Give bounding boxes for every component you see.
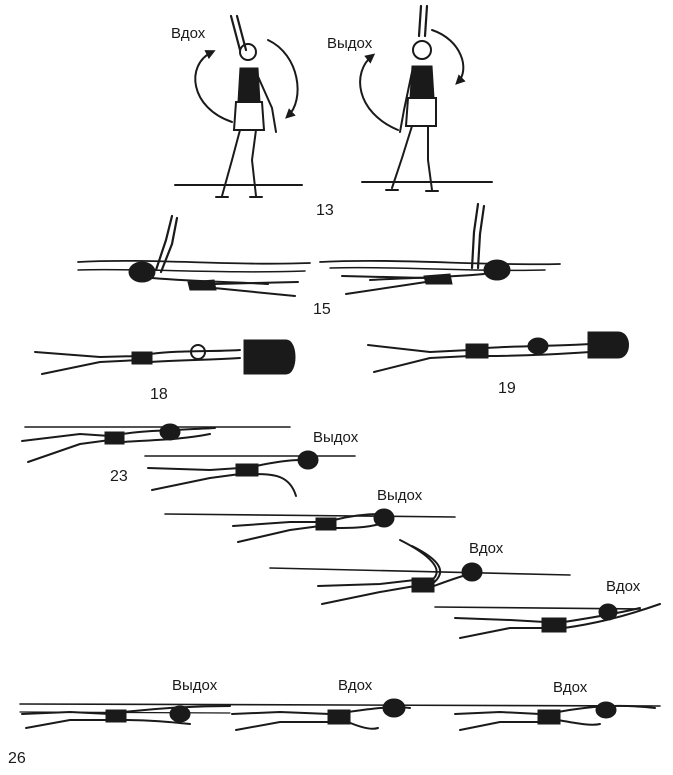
figure-15-back-float: 15 <box>77 202 561 318</box>
inhale-label: Вдох <box>606 578 641 595</box>
exhale-label: Выдох <box>377 487 423 504</box>
figure-13-standing-exercise: Вдох Выдох 13 <box>171 4 493 219</box>
inhale-label: Вдох <box>338 677 373 694</box>
swimmer-back-left <box>128 214 299 297</box>
figure-23-breathing-sequence: Выдох 23 Выдох Вдох <box>21 423 661 639</box>
swimmer-back-right <box>341 202 511 295</box>
swimmer-step-3 <box>232 508 395 543</box>
swimmer-sequence-1 <box>21 705 231 729</box>
inhale-label: Вдох <box>171 25 206 42</box>
figure-number-23: 23 <box>110 468 128 485</box>
figure-26-full-stroke-sequence: Выдох Вдох Вдох 26 <box>8 677 661 767</box>
figure-19-kickboard-glide: 19 <box>367 331 629 397</box>
figure-18-kickboard-glide: 18 <box>34 339 296 403</box>
exhale-label: Выдох <box>172 677 218 694</box>
standing-person-exhale <box>359 4 466 192</box>
swimmer-step-5 <box>454 603 661 639</box>
swimmer-step-4 <box>317 539 483 605</box>
swimmer-sequence-3 <box>454 701 656 731</box>
swimmer-step-1 <box>21 423 216 463</box>
exhale-label: Выдох <box>327 35 373 52</box>
swimmer-sequence-2 <box>231 698 411 731</box>
figure-number-18: 18 <box>150 386 168 403</box>
exhale-label: Выдох <box>313 429 359 446</box>
inhale-label: Вдох <box>553 679 588 696</box>
figure-number-26: 26 <box>8 750 26 767</box>
figure-number-15: 15 <box>313 301 331 318</box>
swimmer-step-2 <box>147 450 319 497</box>
standing-person-inhale <box>194 14 299 198</box>
figure-number-13: 13 <box>316 202 334 219</box>
inhale-label: Вдох <box>469 540 504 557</box>
figure-number-19: 19 <box>498 380 516 397</box>
